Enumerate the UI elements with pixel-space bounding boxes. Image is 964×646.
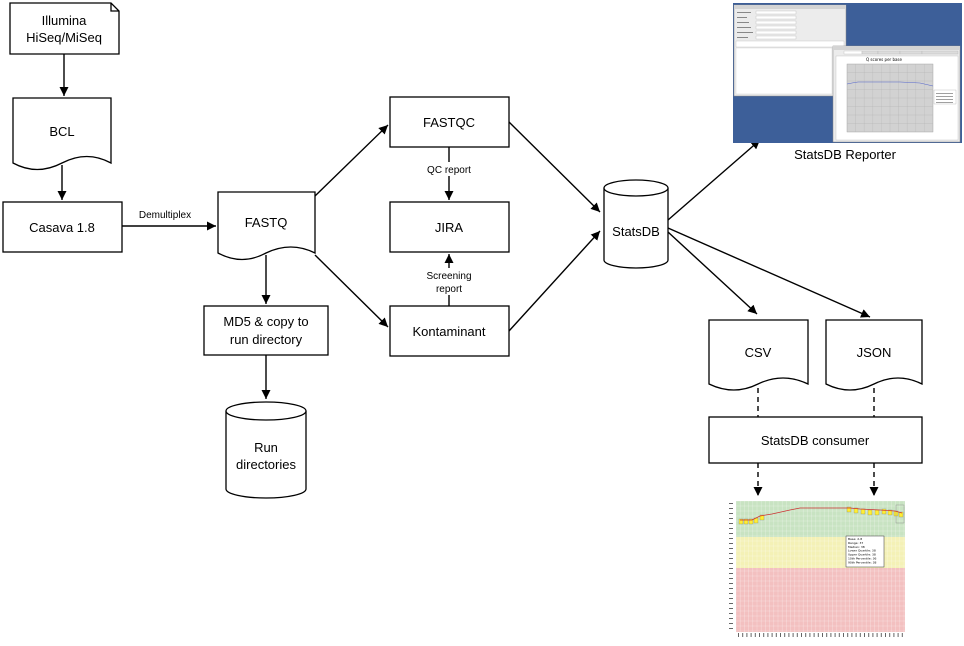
consumer-chart-tooltip (845, 535, 885, 568)
statsdb-node: StatsDB (603, 179, 669, 269)
reporter-chart-title: Q scores per base (866, 57, 903, 62)
reporter-series-line (846, 81, 934, 87)
edges (57, 54, 879, 496)
consumer-chart-tooltip-line: Lower Quartile: 38 (848, 549, 876, 553)
consumer-chart-tooltip-line: Range: 37 (848, 541, 863, 545)
bcl-label: BCL (49, 124, 74, 139)
edge-statsdb-json (667, 227, 871, 318)
fastq-node: FASTQ (217, 191, 316, 261)
statsdb-label: StatsDB (612, 224, 660, 239)
edge-label-demultiplex-group: Demultiplex (139, 210, 191, 221)
run-directories-node: Run directories (225, 401, 307, 499)
casava-node: Casava 1.8 (2, 201, 123, 253)
fastqc-node: FASTQC (389, 96, 510, 148)
csv-node: CSV (708, 319, 809, 391)
fastq-label: FASTQ (245, 215, 288, 230)
run-directories-label-line2: directories (236, 457, 296, 472)
statsdb-reporter-screenshot: Q scores per base (733, 3, 962, 143)
illumina-label-line2: HiSeq/MiSeq (26, 30, 102, 45)
edge-label-screening-line1: Screening (426, 271, 471, 282)
illumina-node: Illumina HiSeq/MiSeq (9, 2, 120, 55)
csv-label: CSV (745, 345, 772, 360)
md5-label-line2: run directory (230, 332, 303, 347)
consumer-chart-tooltip-line: Median: 38 (848, 545, 865, 549)
edge-label-screening-group: Screening report (422, 268, 477, 295)
casava-label: Casava 1.8 (29, 220, 95, 235)
bcl-node: BCL (12, 97, 112, 171)
illumina-label-line1: Illumina (42, 13, 88, 28)
edge-fastqc-statsdb (508, 121, 601, 213)
edge-label-screening-line2: report (436, 284, 462, 295)
run-directories-label-line1: Run (254, 440, 278, 455)
consumer-chart-median-line (740, 507, 903, 521)
fastqc-label: FASTQC (423, 115, 475, 130)
statsdb-consumer-node: StatsDB consumer (708, 416, 923, 464)
edge-label-qc-report: QC report (427, 165, 471, 176)
json-node: JSON (825, 319, 923, 391)
statsdb-consumer-label: StatsDB consumer (761, 433, 870, 448)
json-label: JSON (857, 345, 892, 360)
kontaminant-node: Kontaminant (389, 305, 510, 357)
edge-label-qc-report-group: QC report (420, 162, 478, 176)
jira-label: JIRA (435, 220, 464, 235)
consumer-chart-tooltip-line: Base: 2-8 (848, 537, 862, 541)
edge-statsdb-reporter (667, 139, 761, 221)
edge-fastq-kontaminant (314, 254, 389, 328)
consumer-chart-tooltip-line: 10th Percentile: 36 (848, 557, 877, 561)
jira-node: JIRA (389, 201, 510, 253)
consumer-chart-bad-zone (736, 568, 905, 632)
consumer-chart-tooltip-line: Upper Quartile: 38 (848, 553, 876, 557)
consumer-chart-boxes (738, 504, 905, 525)
consumer-chart-tooltip-line: 90th Percentile: 38 (848, 560, 877, 564)
statsdb-reporter-caption: StatsDB Reporter (794, 147, 897, 162)
md5-node: MD5 & copy to run directory (203, 305, 329, 356)
edge-label-demultiplex: Demultiplex (139, 210, 191, 221)
md5-label-line1: MD5 & copy to (223, 314, 308, 329)
kontaminant-label: Kontaminant (413, 324, 486, 339)
edge-kontaminant-statsdb (508, 230, 601, 332)
reporter-legend (933, 89, 957, 105)
edge-statsdb-csv (667, 231, 758, 315)
edge-fastq-fastqc (314, 124, 389, 197)
